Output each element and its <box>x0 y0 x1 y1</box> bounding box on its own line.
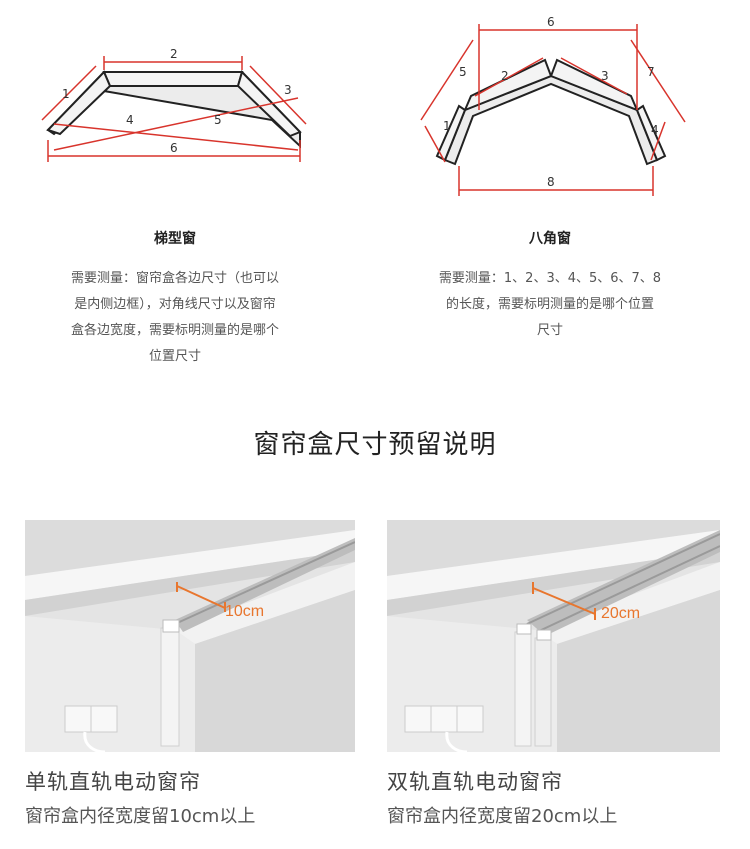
trapezoid-label-6: 6 <box>170 141 178 155</box>
single-rail-measure-label: 10cm <box>225 603 264 620</box>
trapezoid-desc-line-1: 需要测量：窗帘盒各边尺寸（也可以 <box>70 271 279 286</box>
octagon-desc-line-3: 尺寸 <box>536 323 563 338</box>
double-rail-photo: 20cm <box>387 520 720 752</box>
trapezoid-label-3: 3 <box>284 83 292 97</box>
trapezoid-label-4: 4 <box>126 113 134 127</box>
octagon-label-1: 1 <box>443 119 451 133</box>
octagon-label-7: 7 <box>647 65 655 79</box>
trapezoid-label-5: 5 <box>214 113 222 127</box>
octagon-label-5: 5 <box>459 65 467 79</box>
octagon-label-8: 8 <box>547 175 555 189</box>
octagon-description: 需要测量：1、2、3、4、5、6、7、8 的长度，需要标明测量的是哪个位置 尺寸 <box>395 266 705 344</box>
octagon-label-4: 4 <box>651 123 659 137</box>
double-rail-subtitle: 窗帘盒内径宽度留20cm以上 <box>387 806 618 827</box>
trapezoid-desc-line-2: 是内侧边框），对角线尺寸以及窗帘 <box>74 297 276 312</box>
double-rail-measure-label: 20cm <box>601 605 640 622</box>
trapezoid-desc-line-4: 位置尺寸 <box>148 349 201 364</box>
single-rail-title: 单轨直轨电动窗帘 <box>25 770 201 794</box>
trapezoid-diagram: 1 2 3 4 5 6 <box>41 47 307 162</box>
octagon-frame <box>443 74 659 166</box>
octagon-diagram: 1 2 3 4 5 6 7 8 <box>420 15 686 196</box>
trapezoid-label-1: 1 <box>62 87 70 101</box>
section-title: 窗帘盒尺寸预留说明 <box>253 430 497 460</box>
double-rail-illustration: 20cm <box>387 520 720 752</box>
octagon-title: 八角窗 <box>529 231 571 247</box>
trapezoid-label-2: 2 <box>170 47 178 61</box>
octagon-label-6: 6 <box>547 15 555 29</box>
octagon-desc-line-1: 需要测量：1、2、3、4、5、6、7、8 <box>438 271 662 286</box>
trapezoid-description: 需要测量：窗帘盒各边尺寸（也可以 是内侧边框），对角线尺寸以及窗帘 盒各边宽度，… <box>20 266 330 370</box>
octagon-label-3: 3 <box>601 69 609 83</box>
single-rail-photo: 10cm <box>25 520 355 752</box>
octagon-label-2: 2 <box>501 69 509 83</box>
trapezoid-desc-line-3: 盒各边宽度，需要标明测量的是哪个 <box>70 323 279 338</box>
single-rail-subtitle: 窗帘盒内径宽度留10cm以上 <box>25 806 256 827</box>
double-rail-title: 双轨直轨电动窗帘 <box>387 770 563 794</box>
octagon-desc-line-2: 的长度，需要标明测量的是哪个位置 <box>445 297 654 312</box>
single-rail-illustration: 10cm <box>25 520 355 752</box>
trapezoid-title: 梯型窗 <box>154 231 196 247</box>
